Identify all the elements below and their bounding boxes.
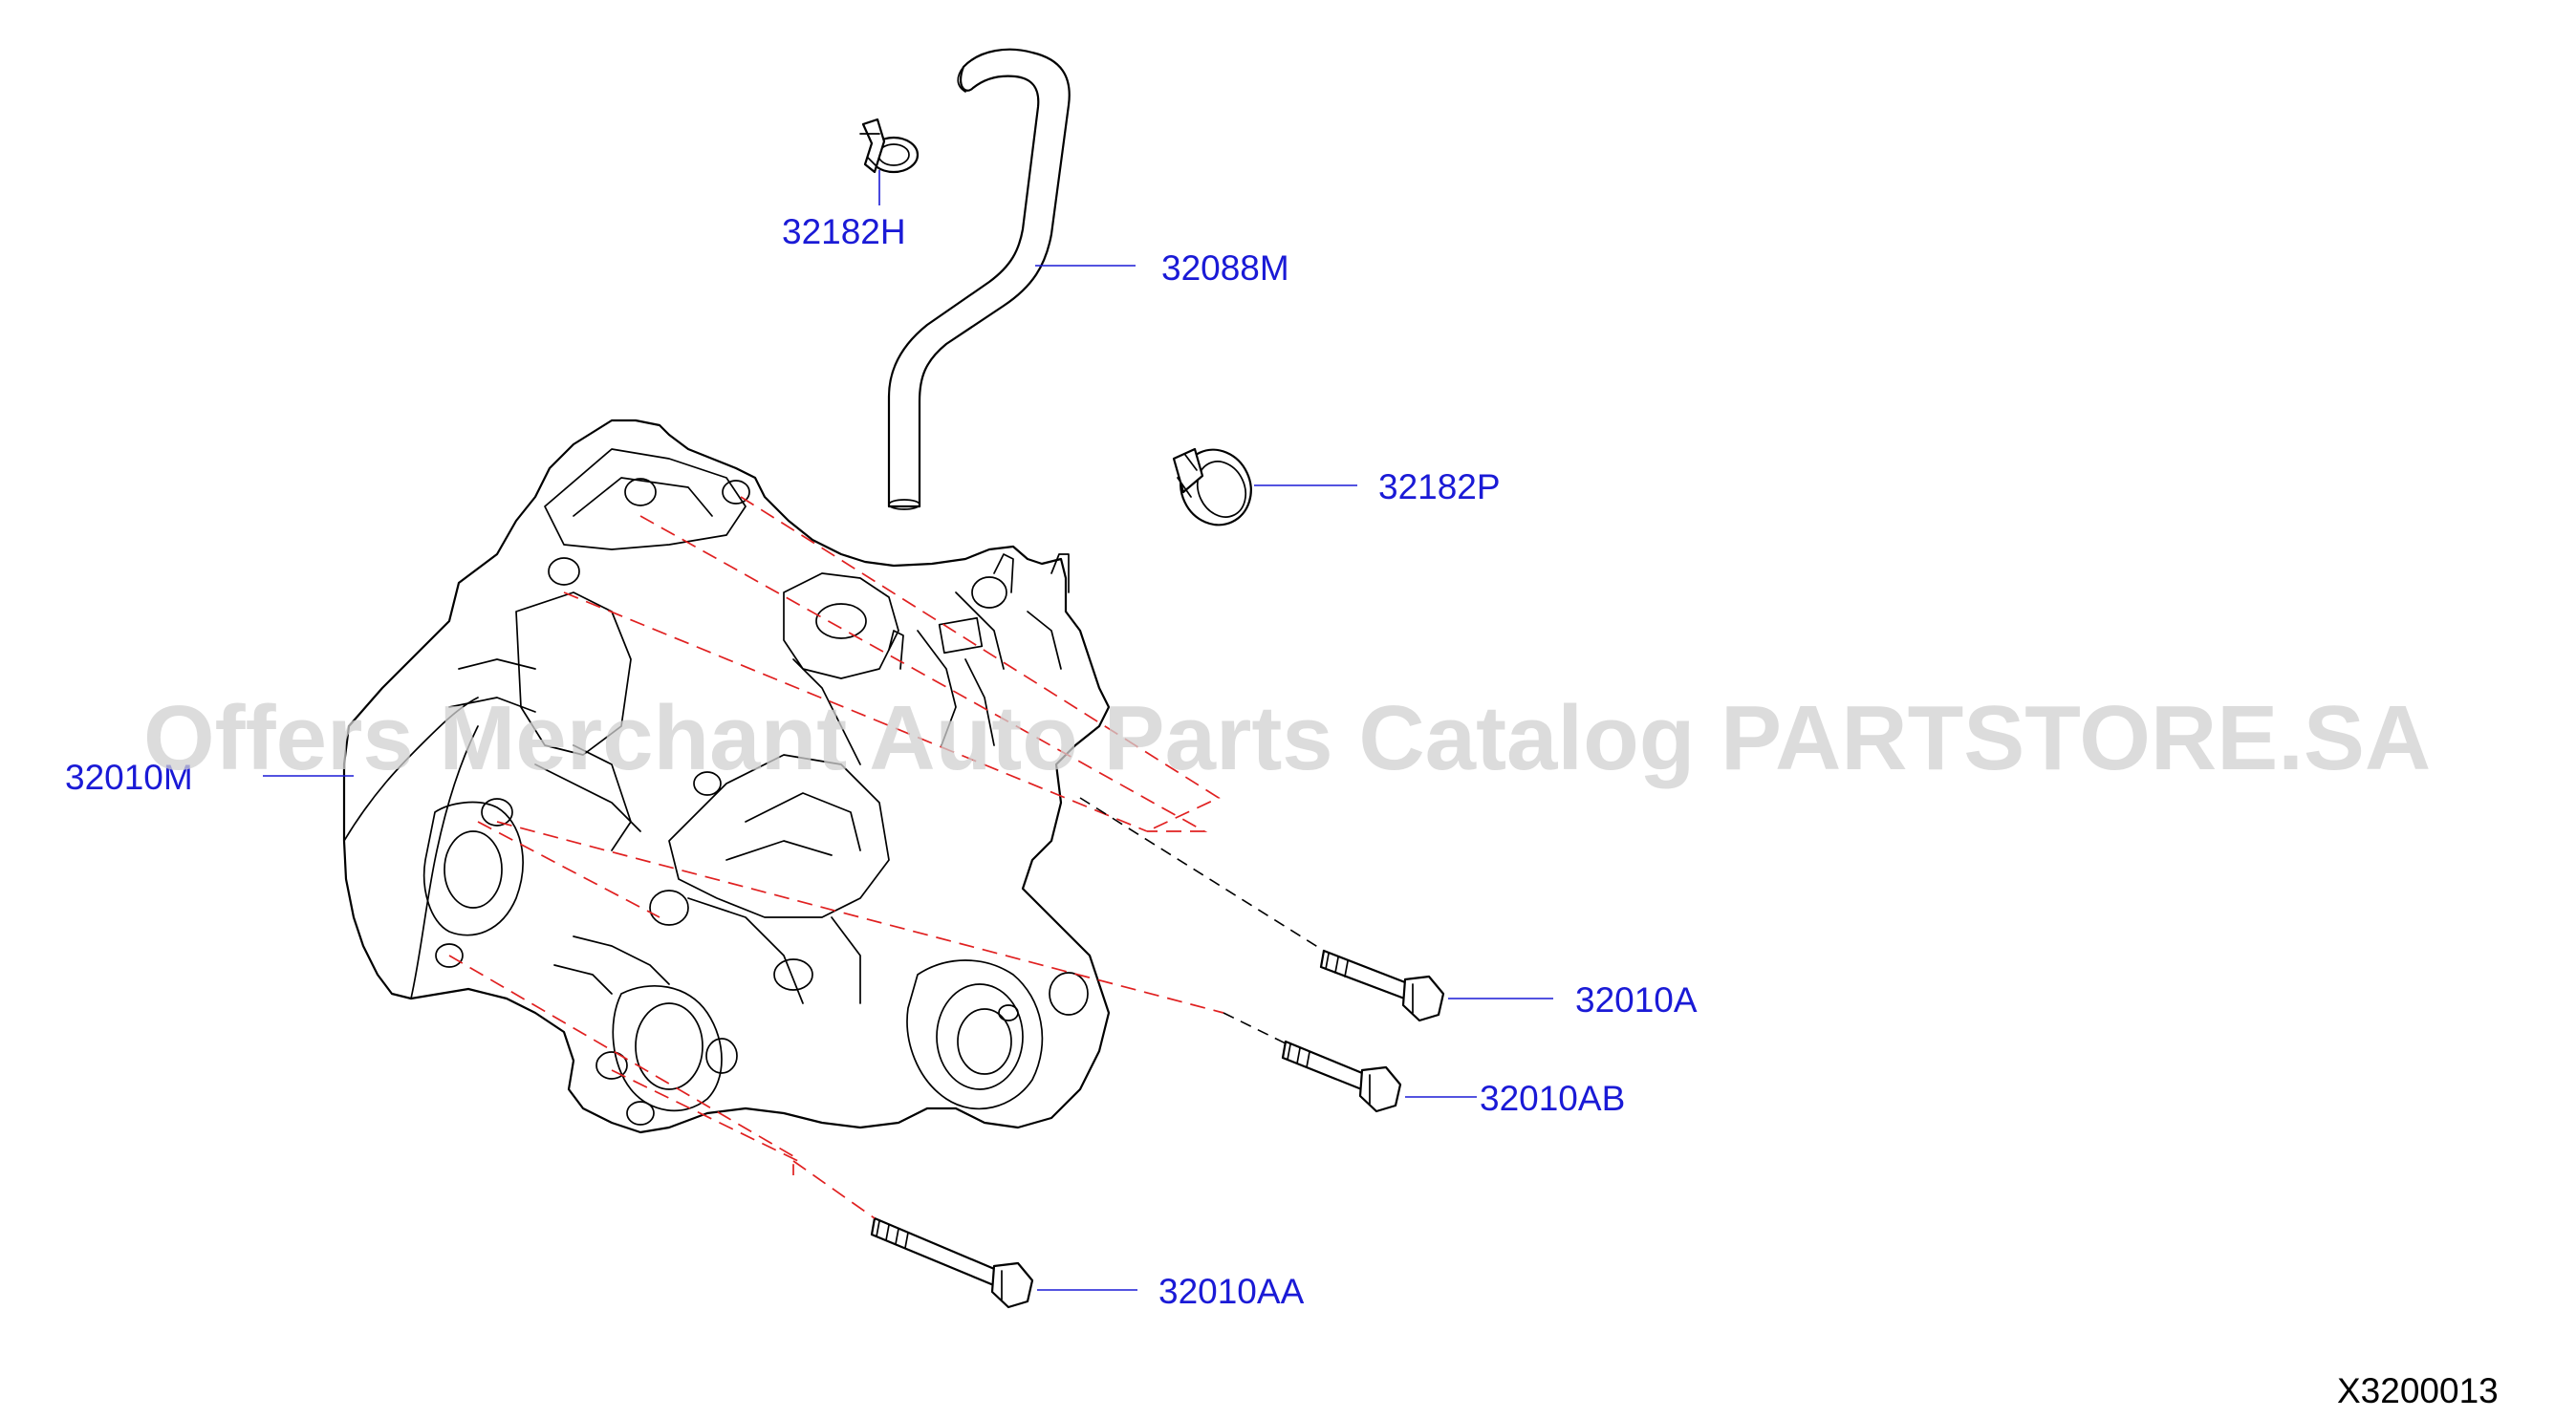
breather-hose-drawing[interactable] xyxy=(887,48,1071,510)
label-32088m[interactable]: 32088M xyxy=(1161,248,1289,288)
bolt-32010a-drawing[interactable] xyxy=(1319,949,1445,1022)
assembly-dashed-lines xyxy=(448,496,1325,1219)
bolt-32010ab-drawing[interactable] xyxy=(1281,1040,1402,1113)
label-32182p[interactable]: 32182P xyxy=(1378,467,1501,506)
hose-clamp-32182p-drawing[interactable] xyxy=(1168,439,1263,537)
label-32010ab[interactable]: 32010AB xyxy=(1480,1079,1625,1118)
hose-clamp-32182h-drawing[interactable] xyxy=(859,118,920,174)
label-32010aa[interactable]: 32010AA xyxy=(1158,1272,1305,1311)
label-32010a[interactable]: 32010A xyxy=(1575,980,1698,1020)
bolt-32010aa-drawing[interactable] xyxy=(870,1216,1034,1309)
leader-lines xyxy=(263,170,1553,1291)
watermark-text: Offers Merchant Auto Parts Catalog PARTS… xyxy=(143,687,2431,789)
diagram-code: X3200013 xyxy=(2337,1371,2499,1410)
transaxle-assembly-drawing[interactable] xyxy=(342,419,1111,1134)
label-32010m[interactable]: 32010M xyxy=(65,758,193,797)
label-32182h[interactable]: 32182H xyxy=(782,212,906,251)
